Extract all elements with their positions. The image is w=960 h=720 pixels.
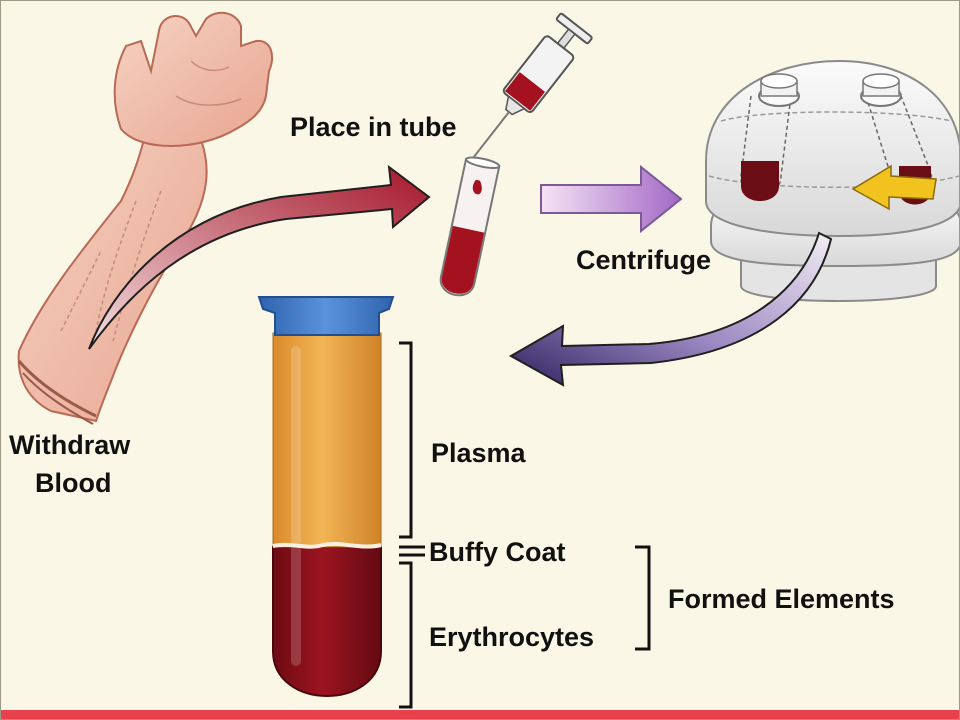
hand-crease [175,60,242,106]
hand-shape [113,11,274,148]
brackets [399,341,651,709]
red-cell-layer [272,546,382,697]
arrow-withdraw-to-tube [88,164,431,350]
label-place-in-tube: Place in tube [290,112,457,142]
small-test-tube [439,156,501,297]
arm-veins [60,190,162,342]
tube-highlight [291,346,301,666]
sleeve-cuff [17,360,97,418]
label-centrifuge: Centrifuge [576,245,711,275]
sleeve-cuff-2 [22,372,94,425]
plasma-layer [272,332,382,548]
centrifuge-yellow-arrow [851,164,937,211]
centrifuge-illustration [705,59,959,302]
arrow-centrifuge-to-result [508,231,833,387]
label-erythrocytes: Erythrocytes [429,622,595,652]
arrow-tube-to-centrifuge [540,164,683,234]
arm-illustration [17,11,274,425]
label-withdraw-line1: Withdraw [9,430,131,460]
formed-elements-bracket [635,545,651,651]
forearm-shape [17,117,208,423]
label-buffy-coat: Buffy Coat [429,537,566,567]
buffy-coat-line [272,542,382,549]
bottom-accent-bar [1,710,959,719]
tube-cap [257,296,395,336]
syringe-illustration [466,12,593,167]
label-plasma: Plasma [431,438,526,468]
erythrocytes-bracket [399,561,413,709]
label-withdraw-line2: Blood [35,468,112,498]
plasma-bracket [399,341,413,539]
label-formed-elements: Formed Elements [668,584,895,614]
separated-blood-tube [257,296,395,697]
